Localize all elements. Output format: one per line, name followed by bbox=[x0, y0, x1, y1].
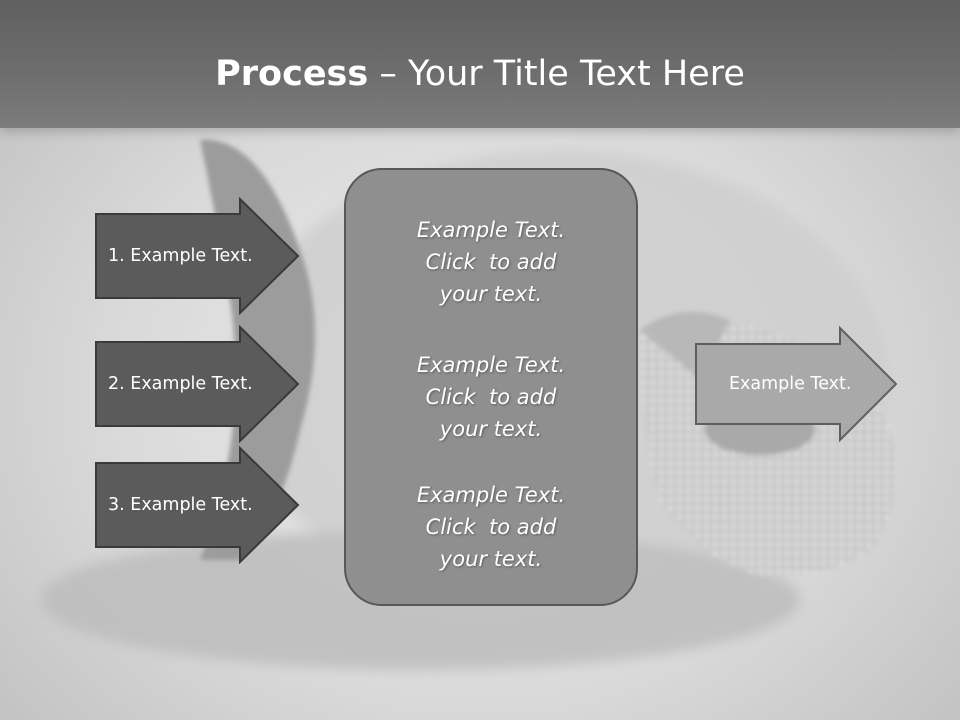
right-arrow-shape[interactable] bbox=[694, 326, 900, 444]
block-2-line-1: Example Text. bbox=[416, 353, 566, 377]
title-bar: Process – Your Title Text Here bbox=[0, 0, 960, 128]
center-block-3: Example Text. Click to add your text. bbox=[346, 479, 636, 575]
center-text-box[interactable]: Example Text. Click to add your text. Ex… bbox=[344, 168, 638, 606]
block-1-line-1: Example Text. bbox=[416, 218, 566, 242]
title-bold: Process bbox=[215, 54, 369, 94]
left-arrow-1-shape[interactable] bbox=[94, 197, 300, 315]
block-3-line-2: Click to add bbox=[425, 515, 557, 539]
left-arrow-1-label[interactable]: 1. Example Text. bbox=[108, 246, 253, 266]
block-3-line-3: your text. bbox=[439, 547, 543, 571]
block-1-line-3: your text. bbox=[439, 282, 543, 306]
left-arrow-3-label[interactable]: 3. Example Text. bbox=[108, 495, 253, 515]
center-block-1: Example Text. Click to add your text. bbox=[346, 214, 636, 310]
title-rest: – Your Title Text Here bbox=[368, 54, 745, 94]
left-arrow-2-label[interactable]: 2. Example Text. bbox=[108, 374, 253, 394]
block-1-line-2: Click to add bbox=[425, 250, 557, 274]
block-2-line-3: your text. bbox=[439, 417, 543, 441]
right-arrow-label[interactable]: Example Text. bbox=[729, 374, 852, 394]
center-block-2: Example Text. Click to add your text. bbox=[346, 349, 636, 445]
slide-title[interactable]: Process – Your Title Text Here bbox=[0, 52, 960, 96]
left-arrow-2-shape[interactable] bbox=[94, 325, 300, 443]
block-3-line-1: Example Text. bbox=[416, 483, 566, 507]
block-2-line-2: Click to add bbox=[425, 385, 557, 409]
left-arrow-3-shape[interactable] bbox=[94, 446, 300, 564]
